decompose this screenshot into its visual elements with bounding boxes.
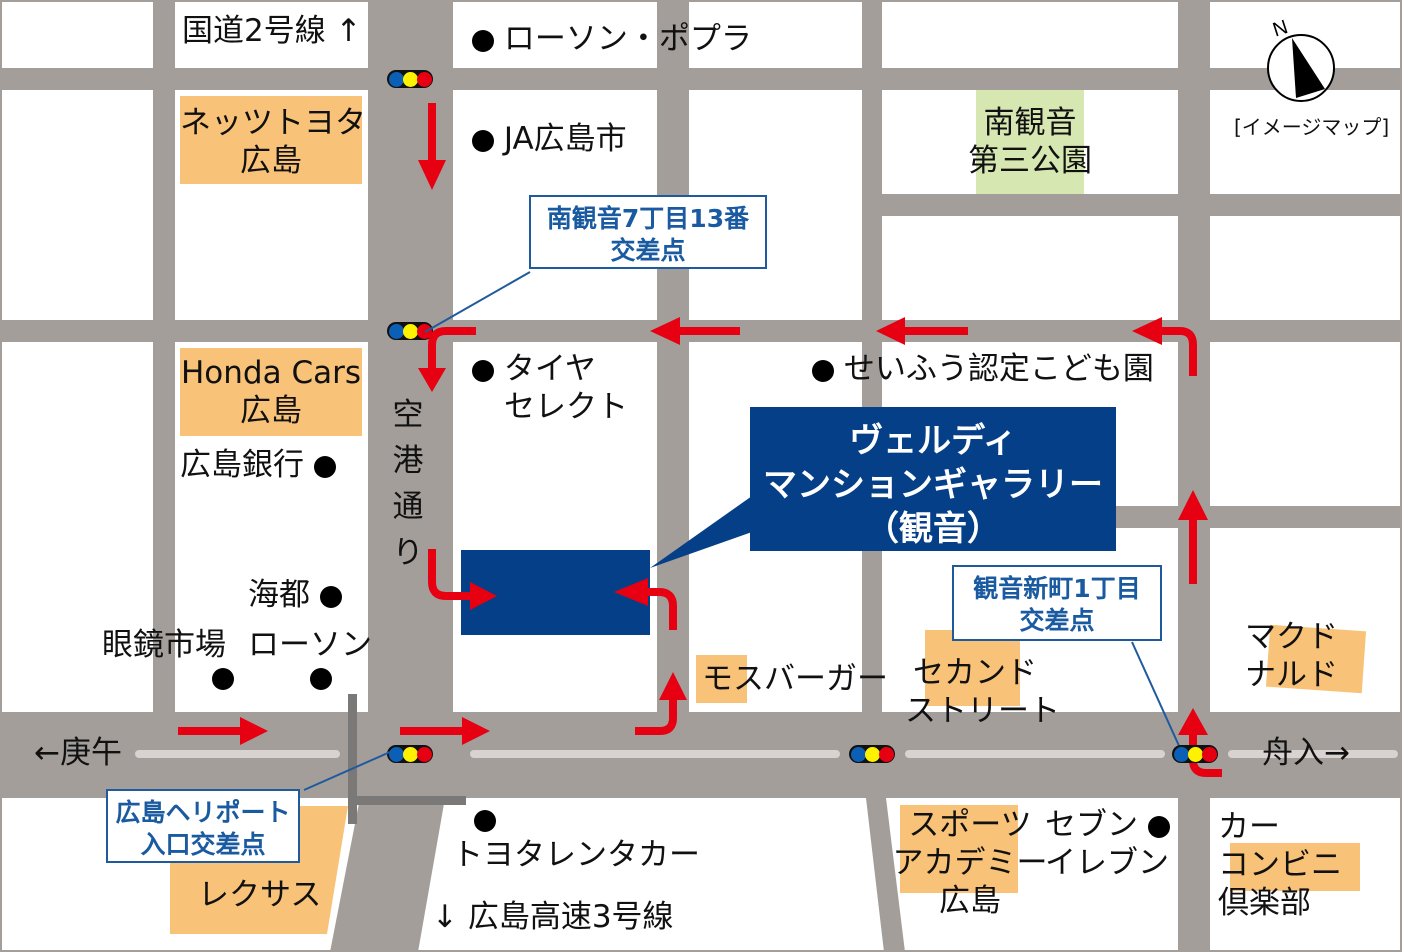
traffic-signal-icon [387,745,433,763]
second-street-block [925,630,1020,706]
car-convenience-label: カー コンビニ 倶楽部 [1218,809,1342,921]
poi-dot-icon [472,359,494,382]
poi-dot-icon [310,668,332,690]
car-convenience-block [1230,843,1360,891]
mos-burger-block [696,655,747,703]
netz-toyota-block [180,96,362,184]
poi-dot-icon [472,129,494,152]
svg-text:N: N [1270,16,1291,41]
road-west-vertical [153,0,175,712]
park-label: 南観音 第三公園 [968,105,1092,179]
sports-academy-block [900,805,1018,893]
megane-ichiba-label: 眼鏡市場 [102,627,226,663]
ja-label: JA広島市 [472,120,627,158]
honda-cars-block [180,348,362,436]
koi-direction-label: ←庚午 [34,735,122,771]
heliport-overpass-horizontal [356,796,466,805]
sports-academy-label: スポーツ アカデミー 広島 [892,807,1048,919]
road-centerline-3 [905,750,1165,758]
intersection-callout-kanon-shinmachi: 観音新町1丁目 交差点 [952,565,1162,641]
airport-street-label: 空 港 通 り [392,397,424,571]
road-centerline-2 [470,750,840,758]
park-block [976,90,1084,194]
destination-label: ヴェルディ マンションギャラリー （観音） [750,407,1116,551]
hiroshima-bank-label: 広島銀行 [180,446,336,484]
poi-dot-icon [472,29,494,52]
image-map-caption: [イメージマップ] [1234,115,1390,139]
honda-cars-label: Honda Cars 広島 [181,355,361,429]
road-vertical-4-south [1178,798,1210,952]
road-top-horizontal [0,68,1402,90]
intersection-callout-heliport: 広島ヘリポート 入口交差点 [106,789,300,863]
lexus-label: レクサス [198,877,322,913]
mos-burger-label: モスバーガー [702,661,888,697]
mcdonalds-label: マクド ナルド [1245,619,1338,693]
poi-dot-icon [812,359,834,382]
poi-dot-icon [212,668,234,690]
poi-dot-icon [474,810,496,832]
poi-dot-icon [313,455,336,478]
traffic-signal-icon [1172,745,1218,763]
road-park-south [862,194,1402,216]
road-centerline-4 [1228,750,1398,758]
netz-toyota-label: ネッツトヨタ 広島 [180,105,366,179]
intersection-callout-minami-kanon: 南観音7丁目13番 交差点 [529,195,767,269]
lawson-label: ローソン [248,627,372,663]
expressway-direction-label: ↓ 広島高速3号線 [432,899,674,935]
funairi-direction-label: 舟入→ [1262,735,1350,771]
kaito-label: 海都 [248,576,342,614]
seven-eleven-label: セブン イレブン [1045,807,1170,881]
poi-dot-icon [1147,815,1170,838]
road-centerline-1 [135,750,340,758]
lawson-poplar-label: ローソン・ポプラ [472,20,752,58]
second-street-label: セカンド ストリート [905,655,1060,729]
traffic-signal-icon [387,70,433,88]
poi-dot-icon [319,585,342,608]
toyota-rent-label: トヨタレンタカー [452,837,700,873]
traffic-signal-icon [387,322,433,340]
seifu-label: せいふう認定こども園 [812,350,1154,388]
tire-select-label: タイヤ セレクト [472,350,628,426]
route2-direction-label: 国道2号線 ↑ [182,13,362,49]
heliport-overpass-vertical [348,694,357,824]
traffic-signal-icon [849,745,895,763]
